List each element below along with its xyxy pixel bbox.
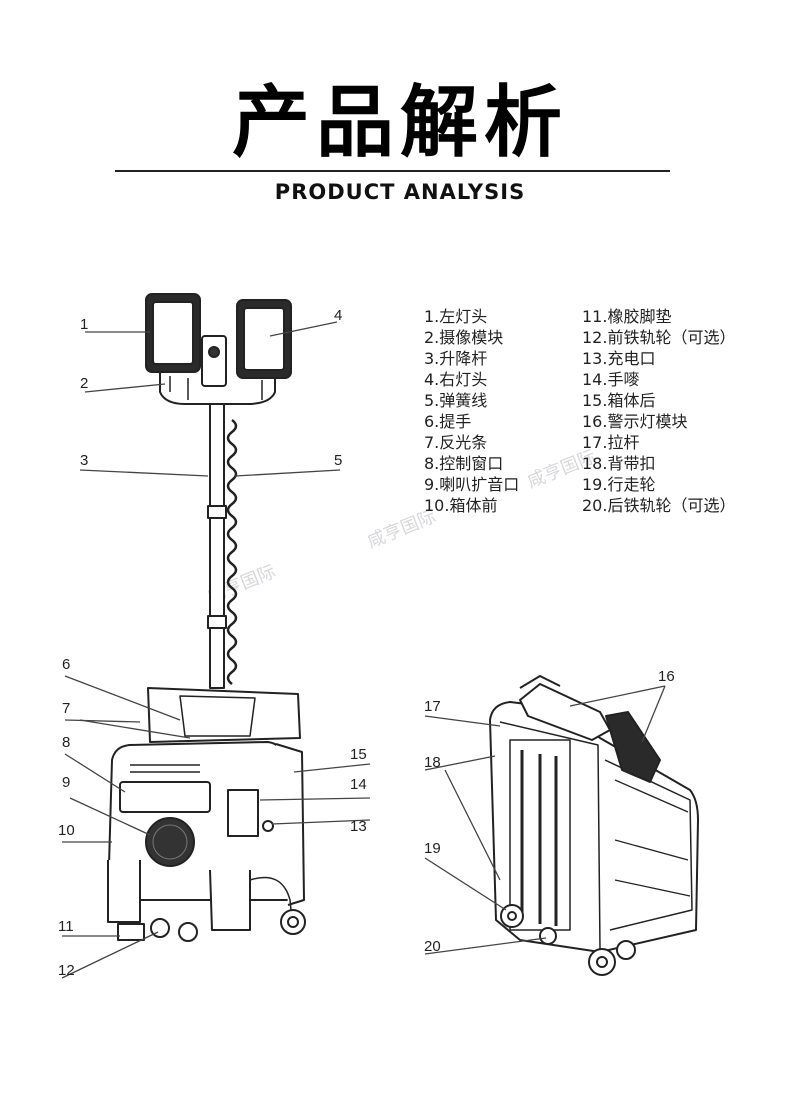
legend-item: 11.橡胶脚垫 <box>582 307 672 326</box>
legend-item: 3.升降杆 <box>424 349 488 368</box>
callout-6: 6 <box>62 656 71 673</box>
left-lamp-head <box>145 293 201 373</box>
warning-light-module <box>519 675 661 783</box>
title-divider <box>115 170 670 172</box>
callout-3: 3 <box>80 452 89 469</box>
callout-1: 1 <box>80 316 89 333</box>
legend-item: 13.充电口 <box>582 349 656 368</box>
legend-item: 2.摄像模块 <box>424 328 504 347</box>
rear-case <box>489 701 699 953</box>
callout-16: 16 <box>658 668 675 685</box>
legend-item: 14.手嘜 <box>582 370 640 389</box>
legend-item: 5.弹簧线 <box>424 391 488 410</box>
callout-2: 2 <box>80 375 89 392</box>
legend-item: 6.提手 <box>424 412 472 431</box>
legend-item: 19.行走轮 <box>582 475 656 494</box>
legend-item: 4.右灯头 <box>424 370 488 389</box>
callout-17: 17 <box>424 698 441 715</box>
legend-item: 12.前铁轨轮（可选） <box>582 328 736 347</box>
callout-10: 10 <box>58 822 75 839</box>
rear-walking-wheel-right <box>588 948 616 976</box>
rear-walking-wheel <box>500 904 524 928</box>
leader-lines <box>61 321 666 979</box>
legend-item: 9.喇叭扩音口 <box>424 475 520 494</box>
legend-item: 16.警示灯模块 <box>582 412 688 431</box>
callout-12: 12 <box>58 962 75 979</box>
right-lamp-head <box>236 299 292 379</box>
legend-item: 17.拉杆 <box>582 433 640 452</box>
page-title: 产品解析 <box>231 78 568 168</box>
page-subtitle: PRODUCT ANALYSIS <box>274 180 526 204</box>
callout-9: 9 <box>62 774 71 791</box>
callout-4: 4 <box>334 307 343 324</box>
parts-legend-left: 1.左灯头 2.摄像模块 3.升降杆 4.右灯头 5.弹簧线 6.提手 7.反光条 8.控制窗… <box>424 306 519 516</box>
rear-rail-wheel <box>539 927 557 945</box>
legend-item: 15.箱体后 <box>582 391 656 410</box>
callout-20: 20 <box>424 938 441 955</box>
callout-7: 7 <box>62 700 71 717</box>
callout-14: 14 <box>350 776 367 793</box>
front-case <box>107 687 305 931</box>
callout-15: 15 <box>350 746 367 763</box>
coil-cable <box>226 419 238 685</box>
rubber-foot <box>117 923 145 941</box>
legend-item: 1.左灯头 <box>424 307 488 326</box>
legend-item: 8.控制窗口 <box>424 454 504 473</box>
callout-13: 13 <box>350 818 367 835</box>
telescopic-mast <box>207 403 227 689</box>
legend-item: 18.背带扣 <box>582 454 656 473</box>
camera-module <box>201 335 227 387</box>
callout-18: 18 <box>424 754 441 771</box>
parts-legend-right: 11.橡胶脚垫 12.前铁轨轮（可选） 13.充电口 14.手嘜 15.箱体后 16.警示… <box>582 306 735 516</box>
callout-5: 5 <box>334 452 343 469</box>
legend-item: 7.反光条 <box>424 433 488 452</box>
legend-item: 10.箱体前 <box>424 496 498 515</box>
callout-8: 8 <box>62 734 71 751</box>
callout-19: 19 <box>424 840 441 857</box>
legend-item: 20.后铁轨轮（可选） <box>582 496 736 515</box>
front-walking-wheel <box>280 909 306 935</box>
callout-11: 11 <box>58 918 74 935</box>
front-rail-wheel-right <box>178 922 198 942</box>
